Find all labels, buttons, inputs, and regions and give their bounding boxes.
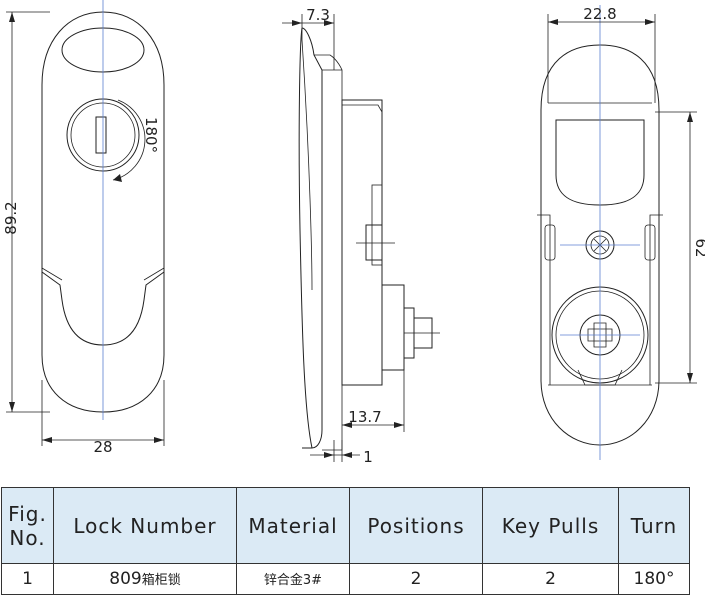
- cell-fig: 1: [1, 563, 54, 595]
- cell-lock-number: 809箱柜锁: [53, 563, 237, 595]
- spec-data-row: 1 809箱柜锁 锌合金3# 2 2 180°: [1, 563, 690, 595]
- header-lock-number: Lock Number: [53, 487, 237, 564]
- technical-drawing: 89.2 28 180° 7: [2, 0, 705, 466]
- header-key-pulls: Key Pulls: [482, 487, 619, 564]
- header-fig-text: Fig. No.: [8, 501, 47, 550]
- dim-side-body: 13.7: [348, 408, 381, 426]
- header-positions: Positions: [349, 487, 483, 564]
- cell-key-pulls: 2: [482, 563, 619, 595]
- cell-material: 锌合金3#: [236, 563, 350, 595]
- dim-front-height: 89.2: [2, 201, 20, 234]
- lock-number-cn: 箱柜锁: [141, 573, 181, 588]
- dim-front-width: 28: [93, 438, 112, 456]
- dim-back-spacing: 62: [692, 238, 705, 257]
- material-value: 锌合金3#: [263, 573, 323, 588]
- dim-side-thickness: 1: [363, 448, 373, 466]
- front-view: [6, 0, 165, 446]
- side-view: [282, 14, 440, 462]
- spec-header-row: Fig. No. Lock Number Material Positions …: [1, 487, 690, 564]
- cell-turn: 180°: [618, 563, 690, 595]
- dim-side-top: 7.3: [306, 6, 330, 24]
- dim-back-width: 22.8: [583, 5, 616, 23]
- cell-positions: 2: [349, 563, 483, 595]
- header-material: Material: [236, 487, 350, 564]
- header-fig: Fig. No.: [1, 487, 54, 564]
- dim-rotation: 180°: [142, 117, 160, 153]
- header-turn: Turn: [618, 487, 690, 564]
- lock-number-value: 809: [109, 569, 142, 589]
- back-view: [537, 5, 697, 460]
- spec-table: Fig. No. Lock Number Material Positions …: [1, 487, 690, 595]
